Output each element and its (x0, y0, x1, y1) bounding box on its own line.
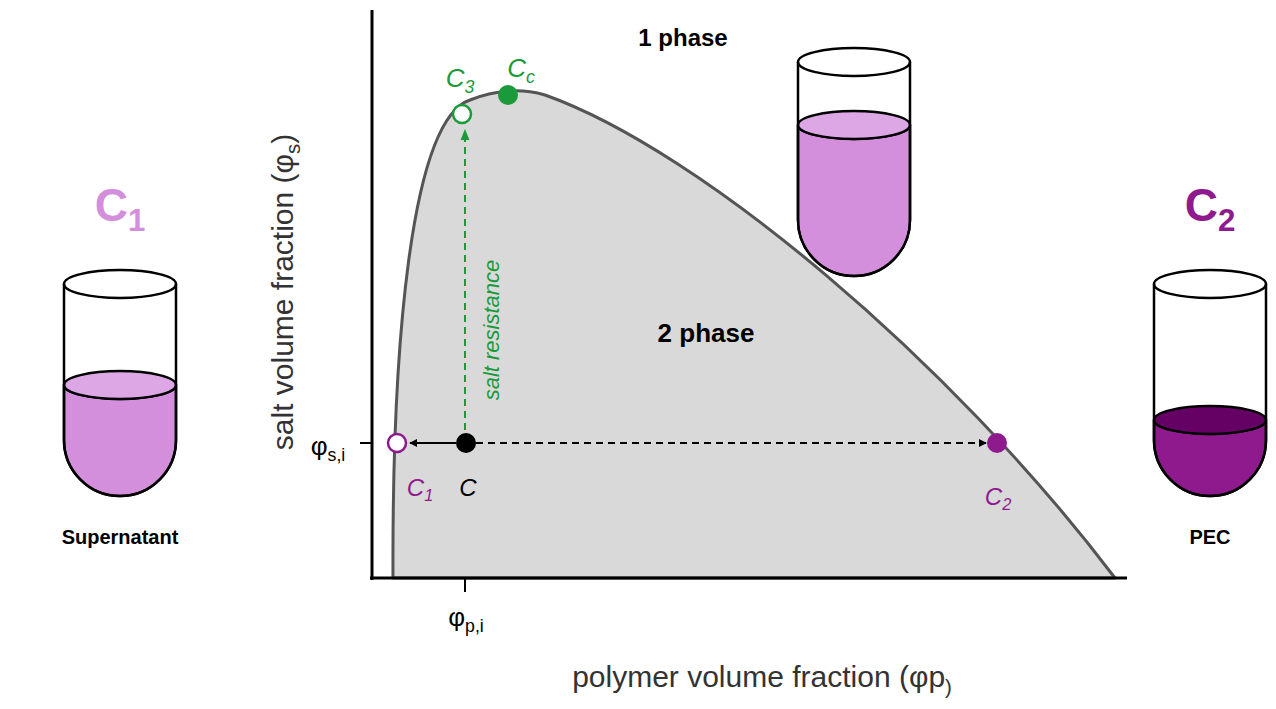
region-label: 2 phase (658, 319, 755, 348)
axis-title: polymer volume fraction (φp) (572, 660, 952, 693)
arrow-label: salt resistance (480, 260, 504, 401)
subscript: 1 (128, 203, 145, 238)
axis-tick-label: φp,i (448, 603, 484, 632)
point-cc (498, 85, 518, 105)
salt-resistance-arrow (464, 130, 466, 430)
text-part: C (446, 63, 465, 93)
tie-arrow (410, 442, 456, 444)
point-label: Cc (507, 54, 535, 83)
text-part: C (1185, 179, 1218, 231)
tube-label: C1 (95, 180, 146, 231)
y-axis (371, 10, 374, 580)
point-c3 (453, 105, 471, 123)
text-part: C (985, 483, 1002, 510)
subscript: 3 (464, 76, 474, 96)
subscript: s,i (328, 444, 346, 464)
point-c (456, 433, 476, 453)
tube-label: C2 (1185, 180, 1236, 231)
axis-tick (360, 442, 372, 444)
subscript: s (281, 144, 303, 154)
text-part: polymer volume fraction (φp (572, 660, 945, 693)
point-label: C3 (446, 64, 475, 93)
region-label: 1 phase (638, 25, 727, 51)
subscript: p,i (465, 615, 484, 635)
tube-caption: PEC (1189, 526, 1230, 548)
axis-tick-label: φs,i (311, 432, 346, 461)
subscript: 1 (424, 486, 433, 504)
tube-caption: Supernatant (62, 526, 179, 548)
text-part: salt volume fraction (φ (266, 154, 299, 450)
point-label: C (459, 475, 476, 501)
point-c2 (987, 433, 1007, 453)
text-part: C (407, 474, 424, 501)
text-part: φ (448, 602, 465, 632)
axis-tick (464, 578, 466, 592)
tie-arrow (476, 442, 986, 444)
subscript: 2 (1002, 495, 1011, 513)
text-part: ) (266, 134, 299, 144)
text-part: C (95, 179, 128, 231)
point-label: C2 (985, 484, 1011, 510)
test-tube (64, 270, 176, 496)
subscript: ) (945, 675, 952, 697)
test-tube (1154, 270, 1266, 496)
axis-title: salt volume fraction (φs) (266, 134, 299, 450)
two-phase-region (393, 91, 1115, 578)
text-part: C (507, 53, 526, 83)
test-tube (798, 48, 910, 276)
subscript: c (526, 66, 535, 86)
text-part: φ (311, 431, 328, 461)
point-label: C1 (407, 475, 433, 501)
x-axis (370, 577, 1127, 580)
subscript: 2 (1218, 203, 1235, 238)
point-c1 (388, 434, 406, 452)
